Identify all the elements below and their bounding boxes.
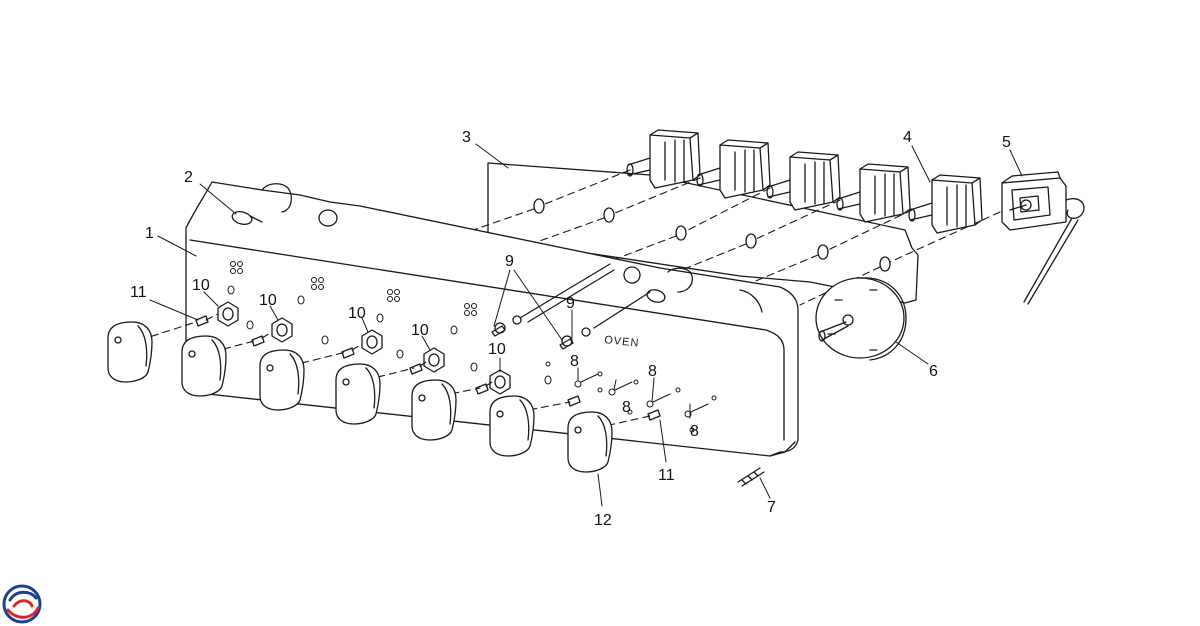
callout-11b: 11: [658, 467, 675, 484]
callout-1: 1: [145, 225, 154, 242]
callout-8a: 8: [570, 353, 579, 370]
callout-5: 5: [1002, 134, 1011, 151]
bezel-nut: [217, 301, 239, 327]
oven-panel-label: OVEN: [604, 334, 640, 350]
screws: [545, 361, 717, 433]
bezel-nut: [489, 369, 511, 395]
control-knob: [181, 335, 227, 397]
energy-regulator: [696, 139, 771, 199]
callout-8c: 8: [648, 363, 657, 380]
panel-holes: [227, 261, 552, 385]
mounting-plate: [487, 162, 919, 304]
callout-10c: 10: [348, 305, 366, 322]
energy-regulator: [908, 174, 983, 234]
callout-10a: 10: [192, 277, 210, 294]
energy-regulator: [766, 151, 841, 211]
indicator-lamp: [231, 211, 263, 225]
callout-3: 3: [462, 129, 471, 146]
knob-alignment-lines: [139, 313, 651, 429]
callout-2: 2: [184, 169, 193, 186]
callout-8b: 8: [622, 399, 631, 416]
control-knob: [411, 379, 457, 441]
callout-4: 4: [903, 129, 912, 146]
callout-12: 12: [594, 512, 612, 529]
bezel-nut: [423, 347, 445, 373]
control-knob: [259, 349, 305, 411]
callout-7: 7: [767, 499, 776, 516]
leader-lines: [149, 143, 1023, 507]
control-knob: [567, 411, 613, 473]
spindle-sleeve: [195, 315, 661, 421]
control-knob: [335, 363, 381, 425]
callout-11a: 11: [130, 284, 147, 301]
oven-timer: [815, 277, 907, 361]
callout-8d: 8: [690, 423, 699, 440]
oven-thermostat: [1001, 171, 1085, 305]
callout-9a: 9: [505, 253, 514, 270]
callout-9b: 9: [566, 295, 575, 312]
callout-6: 6: [929, 363, 938, 380]
bezel-nut: [361, 329, 383, 355]
bezel-nut: [271, 317, 293, 343]
control-knob: [107, 321, 153, 383]
control-knob: [489, 395, 535, 457]
microswitch-pins: [491, 263, 651, 350]
fixing-screw: [737, 467, 765, 487]
energy-regulator: [626, 129, 701, 189]
callout-10d: 10: [411, 322, 429, 339]
callout-10b: 10: [259, 292, 277, 309]
callout-10e: 10: [488, 341, 506, 358]
energy-regulator: [836, 163, 911, 223]
brand-logo: [2, 584, 42, 624]
